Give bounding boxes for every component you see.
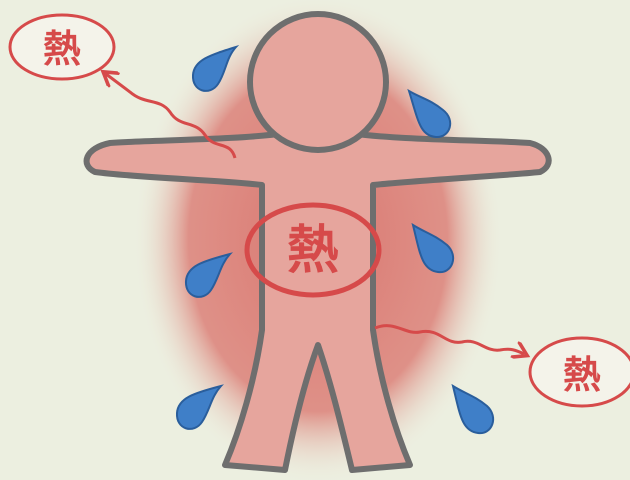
upper-left-heat-badge: 熱 xyxy=(10,15,114,79)
center-heat-label: 熱 xyxy=(287,221,339,281)
sweat-drop-icon xyxy=(453,386,493,433)
upper-left-heat-label: 熱 xyxy=(43,27,81,71)
lower-right-heat-badge: 熱 xyxy=(530,338,630,406)
lower-right-heat-label: 熱 xyxy=(563,353,601,397)
figure-head xyxy=(250,14,386,150)
